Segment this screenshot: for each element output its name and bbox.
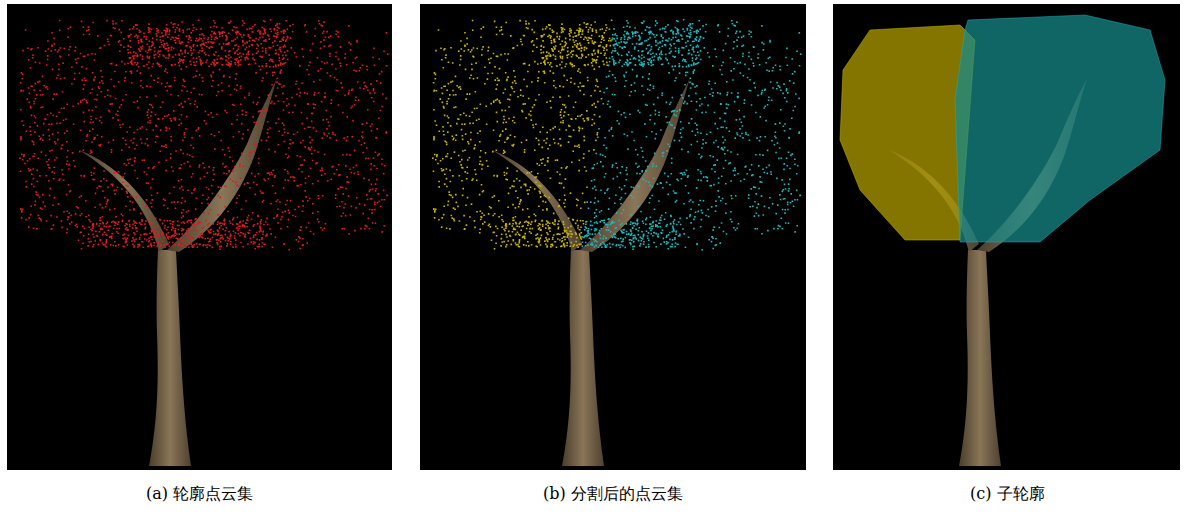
panel-caption: (c) 子轮廓 <box>970 484 1045 504</box>
point-cloud <box>19 19 388 251</box>
panel-ground <box>420 4 806 470</box>
panel-caption: (b) 分割后的点云集 <box>543 484 683 504</box>
panel-ground <box>833 4 1180 470</box>
cyan-hull <box>955 15 1165 242</box>
point-cloud-yellow <box>432 19 612 249</box>
panel-caption: (a) 轮廓点云集 <box>146 484 253 504</box>
tree <box>79 78 277 466</box>
panel-ground <box>7 4 392 470</box>
tree <box>492 78 690 466</box>
yellow-hull <box>840 25 975 240</box>
point-cloud-cyan <box>581 19 801 251</box>
